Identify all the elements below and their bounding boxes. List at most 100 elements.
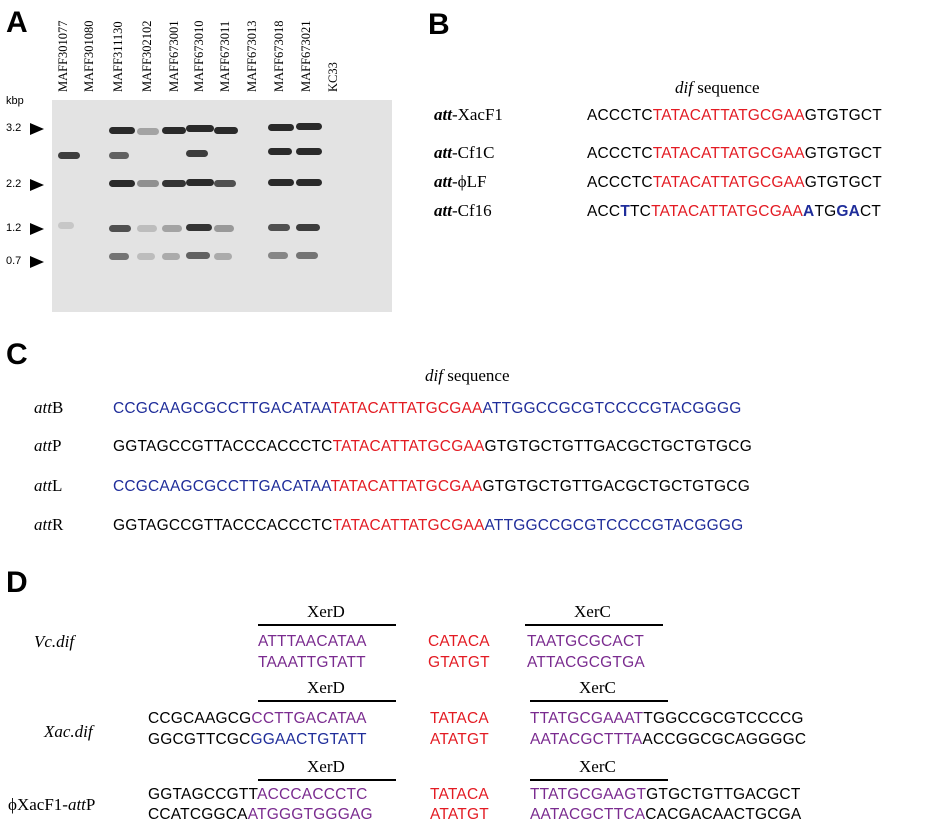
seq-segment: TTATGCGAAAT — [530, 710, 644, 727]
seq-segment: ATGGGTGGGAG — [247, 806, 373, 823]
gel-band — [162, 180, 186, 187]
xerc-label: XerC — [579, 678, 616, 697]
xerd-label: XerD — [307, 602, 345, 621]
gel-band — [109, 225, 131, 232]
seq-segment: TATACATTATGCGAA — [332, 438, 485, 455]
gel-band — [296, 148, 322, 155]
seq-segment: GTGTGCTGTTGACGCTGCTGTGCG — [484, 438, 752, 455]
panel-b-row-sequence: ACCCTCTATACATTATGCGAAGTGTGCT — [587, 145, 882, 163]
marker-label: 3.2 — [6, 122, 22, 134]
gel-band — [186, 125, 214, 132]
overline — [530, 779, 668, 781]
gel-band — [186, 150, 208, 157]
seq-segment: GGAACTGTATT — [250, 731, 367, 748]
gel-band — [137, 225, 157, 232]
gel-band — [58, 222, 74, 229]
seq-segment: TATACATTATGCGAA — [332, 517, 485, 534]
gel-band — [296, 252, 318, 259]
xac-dif-label: Xac.dif — [44, 722, 93, 742]
xerc-label: XerC — [574, 602, 611, 621]
overline — [258, 700, 396, 702]
seq-segment: CCGCAAGCG — [148, 710, 252, 727]
vc-dif-label: Vc.dif — [34, 632, 74, 652]
gel-band — [268, 148, 292, 155]
att-prefix: att — [34, 436, 52, 455]
gel-band — [296, 179, 322, 186]
marker-label: 2.2 — [6, 178, 22, 190]
seq-segment: TATACATTATGCGAA — [652, 174, 805, 191]
lane-label: MAFF311130 — [111, 21, 125, 92]
seq-segment: CCTTGACATAA — [251, 710, 367, 727]
panel-c-heading: dif sequence — [425, 366, 510, 385]
row-suffix: P — [51, 436, 62, 455]
seq-segment: CT — [860, 203, 882, 220]
panel-b-row-sequence: ACCCTCTATACATTATGCGAAGTGTGCT — [587, 107, 882, 125]
species-label: Vc.dif — [34, 632, 75, 651]
panel-label-d: D — [6, 566, 28, 599]
seq-segment: GGTAGCCGTT — [148, 786, 258, 803]
xac-top-mid: TATACA — [430, 710, 489, 727]
gel-band — [296, 123, 322, 130]
gel-band — [137, 128, 159, 135]
seq-segment: GTGTGCTGTTGACGCTGCTGTGCG — [482, 478, 750, 495]
gel-band — [162, 253, 180, 260]
lane-label: MAFF301080 — [82, 20, 96, 92]
lane-label: MAFF673010 — [192, 20, 206, 92]
xac-bot-right-row: AATACGCTTTAACCGGCGCAGGGGC — [530, 731, 806, 749]
xerd-label: XerD — [307, 757, 345, 776]
overline — [525, 624, 663, 626]
vc-bot-mid: GTATGT — [428, 654, 490, 671]
species-label: Xac.dif — [44, 722, 93, 741]
gel-band — [186, 252, 210, 259]
phi-bot-row: CCATCGGCAATGGGTGGGAG — [148, 806, 373, 824]
overline — [530, 700, 668, 702]
lane-label: MAFF673018 — [272, 20, 286, 92]
row-name: -ϕLF — [451, 172, 487, 191]
seq-segment: AATACGCTTTA — [530, 731, 643, 748]
seq-segment: TTATGCGAAGT — [530, 786, 647, 803]
panel-c-row-label: attB — [34, 398, 63, 418]
panel-b-row-sequence: ACCTTCTATACATTATGCGAAATGGACT — [587, 203, 881, 221]
seq-segment: TATACATTATGCGAA — [330, 400, 483, 417]
panel-c-row-sequence: CCGCAAGCGCCTTGACATAATATACATTATGCGAAGTGTG… — [113, 478, 750, 496]
panel-b-row-label: att-XacF1 — [434, 105, 503, 125]
gel-band — [214, 127, 238, 134]
seq-segment: GGCGTTCGC — [148, 731, 251, 748]
marker-arrow-icon — [30, 256, 44, 268]
seq-segment: TGGCCGCGTCCCCG — [643, 710, 804, 727]
seq-segment: ACCCTC — [587, 107, 653, 124]
gel-band — [268, 179, 294, 186]
gel-band — [186, 179, 214, 186]
lane-label: MAFF673013 — [245, 20, 259, 92]
phi-top-right-row: TTATGCGAAGTGTGCTGTTGACGCT — [530, 786, 801, 804]
seq-segment: GTGTGCT — [804, 174, 882, 191]
row-name: -XacF1 — [451, 105, 503, 124]
seq-segment: AATACGCTTCA — [530, 806, 646, 823]
panel-b-heading: dif sequence — [675, 78, 760, 97]
gel-band — [214, 225, 234, 232]
att-prefix: att — [434, 105, 452, 124]
att-prefix: att — [34, 515, 52, 534]
seq-segment: ATTGGCCGCGTCCCCGTACGGGG — [482, 400, 742, 417]
vc-bot-right: ATTACGCGTGA — [527, 654, 645, 671]
seq-segment: CCATCGGCA — [148, 806, 248, 823]
vc-bot-left: TAAATTGTATT — [258, 654, 366, 671]
seq-segment: TATACATTATGCGAA — [330, 478, 483, 495]
gel-unit-label: kbp — [6, 95, 24, 107]
label-part: P — [85, 795, 96, 814]
phi-attp-label: ϕXacF1-attP — [8, 795, 95, 815]
row-suffix: R — [51, 515, 64, 534]
seq-segment: ACCCTC — [587, 145, 653, 162]
seq-segment: T — [620, 203, 630, 220]
gel-band — [268, 252, 288, 259]
gel-band — [109, 253, 129, 260]
gel-band — [109, 127, 135, 134]
lane-label: KC33 — [326, 62, 340, 92]
seq-segment: ACCCTC — [587, 174, 653, 191]
att-prefix: att — [34, 476, 52, 495]
row-suffix: L — [51, 476, 63, 495]
xerc-label: XerC — [579, 757, 616, 776]
seq-segment: GGTAGCCGTTACCCACCCTC — [113, 438, 333, 455]
panel-c-row-label: attR — [34, 515, 63, 535]
overline — [258, 779, 396, 781]
